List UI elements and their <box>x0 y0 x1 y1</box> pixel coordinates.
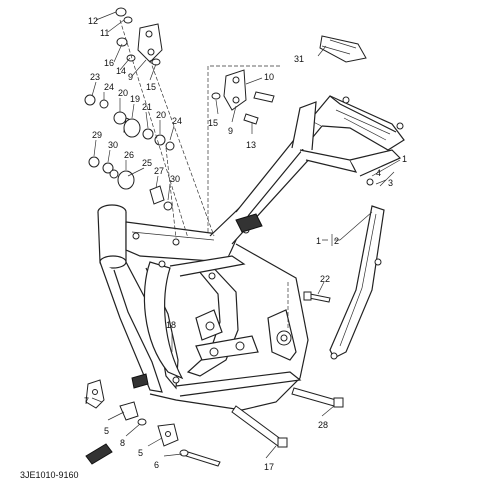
bolt-22 <box>287 282 331 330</box>
engine-bracket-right <box>207 65 280 232</box>
callout-30-left: 30 <box>108 140 118 150</box>
callout-5-lower: 5 <box>138 448 143 458</box>
lower-brackets <box>85 379 221 467</box>
callout-7: 7 <box>84 396 89 406</box>
callout-23: 23 <box>90 72 100 82</box>
bolt-28 <box>291 387 344 408</box>
callout-15-right: 15 <box>208 118 218 128</box>
small-parts-column <box>84 7 215 239</box>
callout-10: 10 <box>264 72 274 82</box>
callout-12: 12 <box>88 16 98 26</box>
frame-assembly <box>97 95 405 411</box>
callout-1-left: 1 <box>316 236 321 246</box>
callout-29: 29 <box>92 130 102 140</box>
callout-4: 4 <box>376 168 381 178</box>
callout-18: 18 <box>166 320 176 330</box>
callout-26: 26 <box>124 150 134 160</box>
callout-22: 22 <box>320 274 330 284</box>
drawing-code: 3JE1010-9160 <box>20 470 79 480</box>
callout-9-right: 9 <box>228 126 233 136</box>
callout-2: 2 <box>334 236 339 246</box>
callout-16: 16 <box>104 58 114 68</box>
callout-27: 27 <box>154 166 164 176</box>
callout-1: 1 <box>402 154 407 164</box>
callout-28: 28 <box>318 420 328 430</box>
callout-labels: 12 11 16 14 9 15 31 10 15 9 13 23 24 20 … <box>84 16 407 472</box>
callout-24-left: 24 <box>104 82 114 92</box>
subframe-rail <box>329 205 385 360</box>
callout-24-right: 24 <box>172 116 182 126</box>
callout-5-upper: 5 <box>104 426 109 436</box>
callout-11: 11 <box>100 28 109 38</box>
bolt-17 <box>231 405 288 448</box>
leader-lines <box>91 11 401 459</box>
callout-30-right: 30 <box>170 174 180 184</box>
callout-13: 13 <box>246 140 256 150</box>
callout-17: 17 <box>264 462 274 472</box>
callout-9-top: 9 <box>128 72 133 82</box>
callout-31: 31 <box>294 54 304 64</box>
callout-6: 6 <box>154 460 159 470</box>
callout-3: 3 <box>388 178 393 188</box>
callout-20-left: 20 <box>118 88 128 98</box>
callout-8: 8 <box>120 438 125 448</box>
callout-14: 14 <box>116 66 126 76</box>
callout-19: 19 <box>130 94 140 104</box>
callout-20-right: 20 <box>156 110 166 120</box>
callout-15-top: 15 <box>146 82 156 92</box>
callout-21: 21 <box>142 102 152 112</box>
callout-25: 25 <box>142 158 152 168</box>
cover-part <box>319 35 367 63</box>
